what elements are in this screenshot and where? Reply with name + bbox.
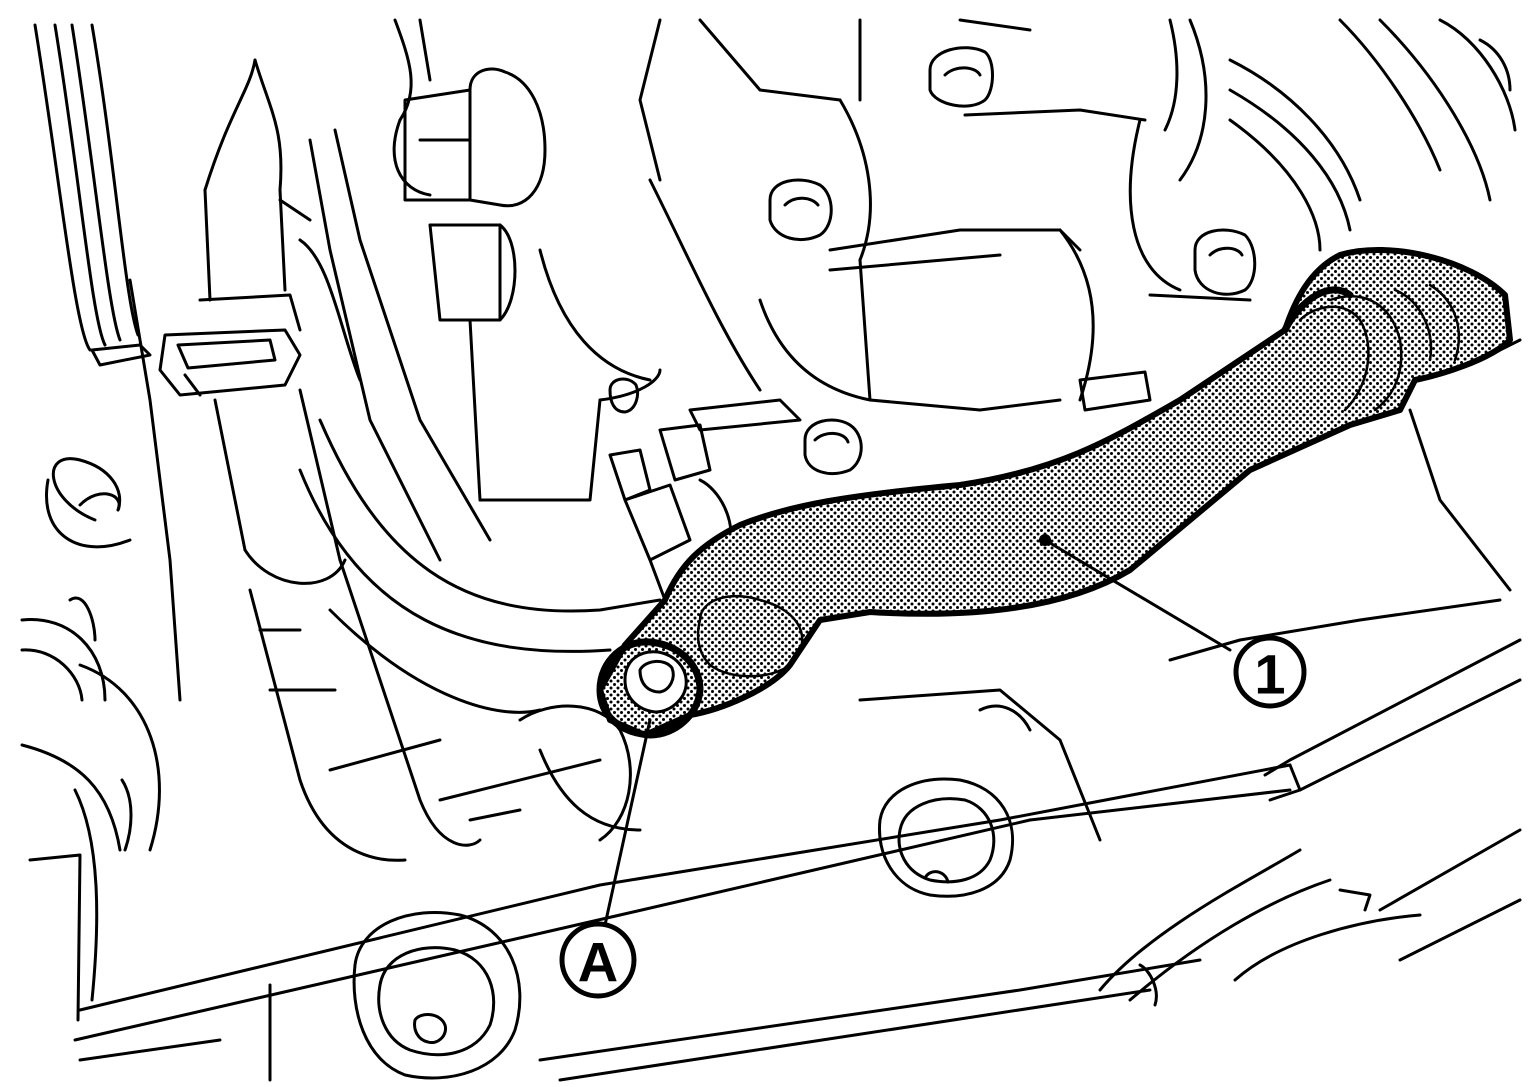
callout-1-label: 1 [1254,643,1285,706]
link-rod [597,246,1513,738]
lower-bosses [352,777,1015,1080]
curved-hose [298,418,662,714]
leader-line-1 [1043,538,1232,652]
callout-a-ring [559,921,637,999]
center-bolt [608,377,863,475]
vertical-hoses [203,58,492,862]
left-knob [45,457,132,549]
upper-housing [688,18,1257,432]
cross-member [73,688,1292,1082]
callout-1: 1 [1233,635,1307,709]
left-panel-lines [20,23,182,1022]
lower-right-tube [1098,338,1522,1007]
hose-clamp [158,293,302,397]
callout-a-label: A [578,931,618,994]
bolt-a [596,638,704,739]
right-pulley [1228,18,1517,252]
leader-dot-1 [1039,534,1051,546]
callout-1-ring [1233,635,1307,709]
leader-lines [603,534,1232,927]
top-center-assembly [392,18,842,502]
leader-line-a [603,718,652,927]
callout-a: A [559,921,637,999]
